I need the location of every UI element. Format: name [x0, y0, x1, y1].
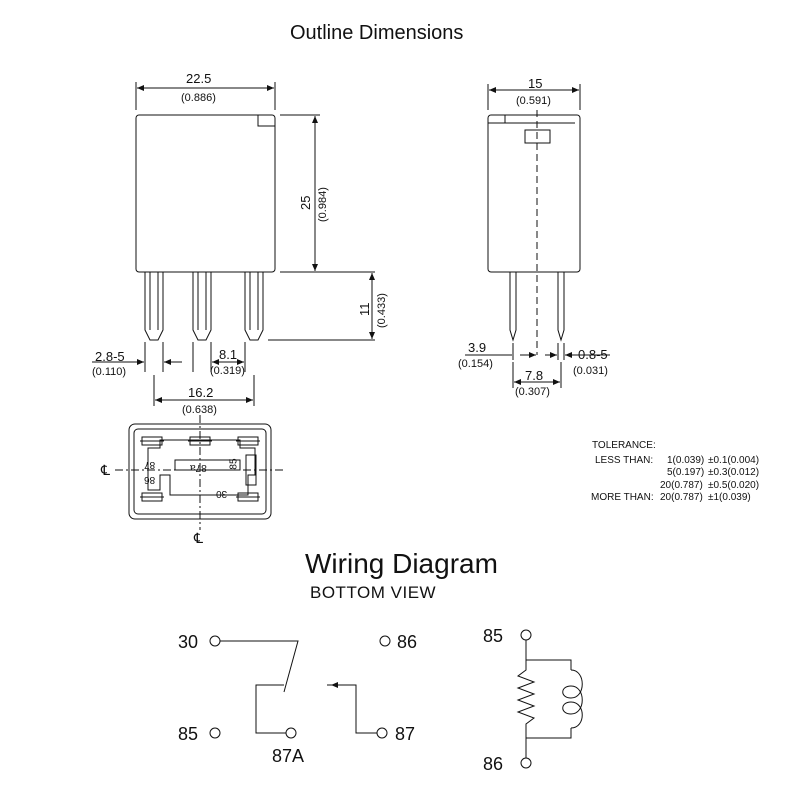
- tolerance-row-1-label: LESS THAN:: [595, 455, 654, 466]
- bottom-label-87: 87: [144, 459, 156, 470]
- front-height-mm: 25: [298, 195, 313, 210]
- front-body: [135, 114, 276, 273]
- bottom-label-87a: 87a: [190, 462, 207, 473]
- side-offset-in: (0.154): [458, 358, 493, 370]
- pin-width-in: (0.110): [92, 366, 127, 378]
- terminal-87: [376, 727, 388, 739]
- coil-label-top: 85: [483, 626, 504, 646]
- resistor: [516, 660, 536, 738]
- side-thick-mm: 0.8-5: [578, 347, 608, 362]
- terminal-86: [379, 635, 391, 647]
- pin-gap-mm: 8.1: [219, 347, 238, 362]
- side-width-mm: 15: [528, 76, 543, 91]
- side-body: [487, 114, 581, 273]
- pin-right: [244, 272, 264, 341]
- centerline-h-symbol: ℄: [101, 462, 110, 478]
- bottom-label-30: 30: [216, 488, 228, 499]
- pin-width-mm: 2.8-5: [95, 349, 125, 364]
- pin-label-85: 85: [178, 724, 199, 744]
- pin-middle: [192, 272, 212, 341]
- terminal-85: [209, 727, 221, 739]
- side-offset-mm: 3.9: [468, 340, 487, 355]
- tolerance-heading: TOLERANCE:: [592, 440, 656, 451]
- pin-label-30: 30: [178, 632, 199, 652]
- wiring-title: Wiring Diagram: [305, 548, 498, 579]
- pin-gap-in: (0.319): [210, 365, 245, 377]
- tolerance-row-1-value: 1(0.039): [667, 455, 705, 466]
- side-pitch-in: (0.307): [515, 386, 550, 398]
- terminal-30: [209, 635, 221, 647]
- coil-inductor: [562, 669, 583, 729]
- bottom-label-85: 85: [228, 458, 240, 470]
- tolerance-row-1-tol: ±0.1(0.004): [708, 455, 760, 466]
- pin-length-mm: 11: [357, 302, 372, 317]
- tolerance-row-4-value: 20(0.787): [660, 492, 703, 503]
- pin-label-87: 87: [395, 724, 416, 744]
- front-width-mm: 22.5: [186, 71, 212, 86]
- front-width-in: (0.886): [181, 92, 216, 104]
- terminal-87a: [285, 727, 297, 739]
- wiring-diagram: [209, 629, 583, 769]
- front-height-in: (0.984): [317, 187, 329, 222]
- side-thick-in: (0.031): [573, 365, 608, 377]
- side-width-in: (0.591): [516, 95, 551, 107]
- pin-span-mm: 16.2: [188, 385, 214, 400]
- pin-length-in: (0.433): [376, 293, 388, 328]
- bottom-label-86: 86: [144, 474, 156, 485]
- tolerance-row-3-value: 20(0.787): [660, 480, 703, 491]
- coil-terminal-top: [520, 629, 532, 641]
- coil-label-bottom: 86: [483, 754, 504, 774]
- centerline-v-symbol: ℄: [194, 530, 203, 546]
- outline-title: Outline Dimensions: [290, 22, 464, 44]
- tolerance-row-4-label: MORE THAN:: [591, 492, 654, 503]
- tolerance-row-4-tol: ±1(0.039): [708, 492, 751, 503]
- front-view: [92, 82, 375, 406]
- pin-label-86: 86: [397, 632, 418, 652]
- pin-label-87a: 87A: [272, 746, 305, 766]
- tolerance-row-2-tol: ±0.3(0.012): [708, 467, 760, 478]
- tolerance-row-2-value: 5(0.197): [667, 467, 705, 478]
- pin-left: [144, 272, 164, 341]
- bottom-view: [115, 415, 285, 530]
- side-pitch-mm: 7.8: [525, 368, 544, 383]
- wiring-subtitle: BOTTOM VIEW: [310, 583, 437, 602]
- coil-terminal-bottom: [520, 757, 532, 769]
- side-view: [465, 84, 610, 388]
- tolerance-row-3-tol: ±0.5(0.020): [708, 480, 760, 491]
- switch-wire: [220, 640, 299, 693]
- pin-span-in: (0.638): [182, 404, 217, 416]
